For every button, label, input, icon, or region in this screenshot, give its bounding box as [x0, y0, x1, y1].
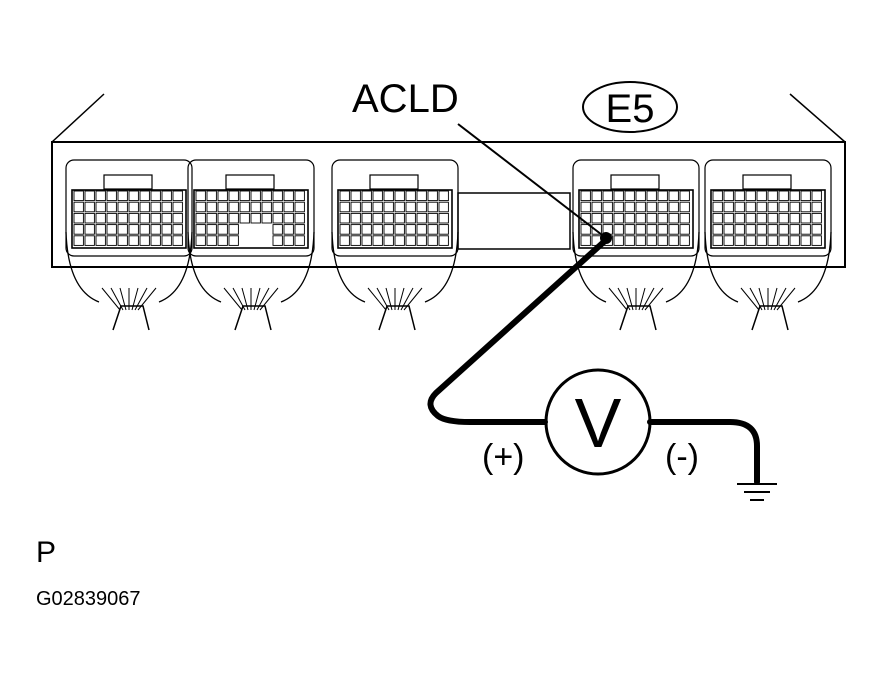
- connector-block: [572, 159, 700, 257]
- positive-label: (+): [482, 438, 525, 476]
- connector-callout-ellipse: [582, 81, 678, 133]
- connector-block: [65, 159, 193, 257]
- wire-harness: [704, 231, 832, 331]
- corner-label: P: [36, 536, 56, 569]
- negative-label: (-): [665, 438, 699, 476]
- wire-harnesses: [65, 231, 832, 331]
- signal-leader-line: [457, 123, 607, 239]
- connector-block: [331, 159, 459, 257]
- connector-block: [187, 159, 315, 257]
- voltmeter-symbol: V: [575, 384, 622, 462]
- wire-harness: [187, 231, 315, 331]
- wire-harness: [65, 231, 193, 331]
- figure-code: G02839067: [36, 588, 141, 610]
- wire-harness: [331, 231, 459, 331]
- positive-test-lead: [427, 237, 609, 425]
- signal-label: ACLD: [352, 77, 459, 121]
- connector-block: [704, 159, 832, 257]
- ecu-housing: [51, 93, 846, 268]
- voltmeter: V: [544, 368, 652, 476]
- wire-harness: [572, 231, 700, 331]
- blank-panel: [457, 192, 571, 250]
- ground-icon: [737, 483, 777, 501]
- negative-test-lead: [647, 419, 760, 485]
- ecu-connectors: [65, 159, 832, 257]
- connector-label: E5: [606, 87, 655, 131]
